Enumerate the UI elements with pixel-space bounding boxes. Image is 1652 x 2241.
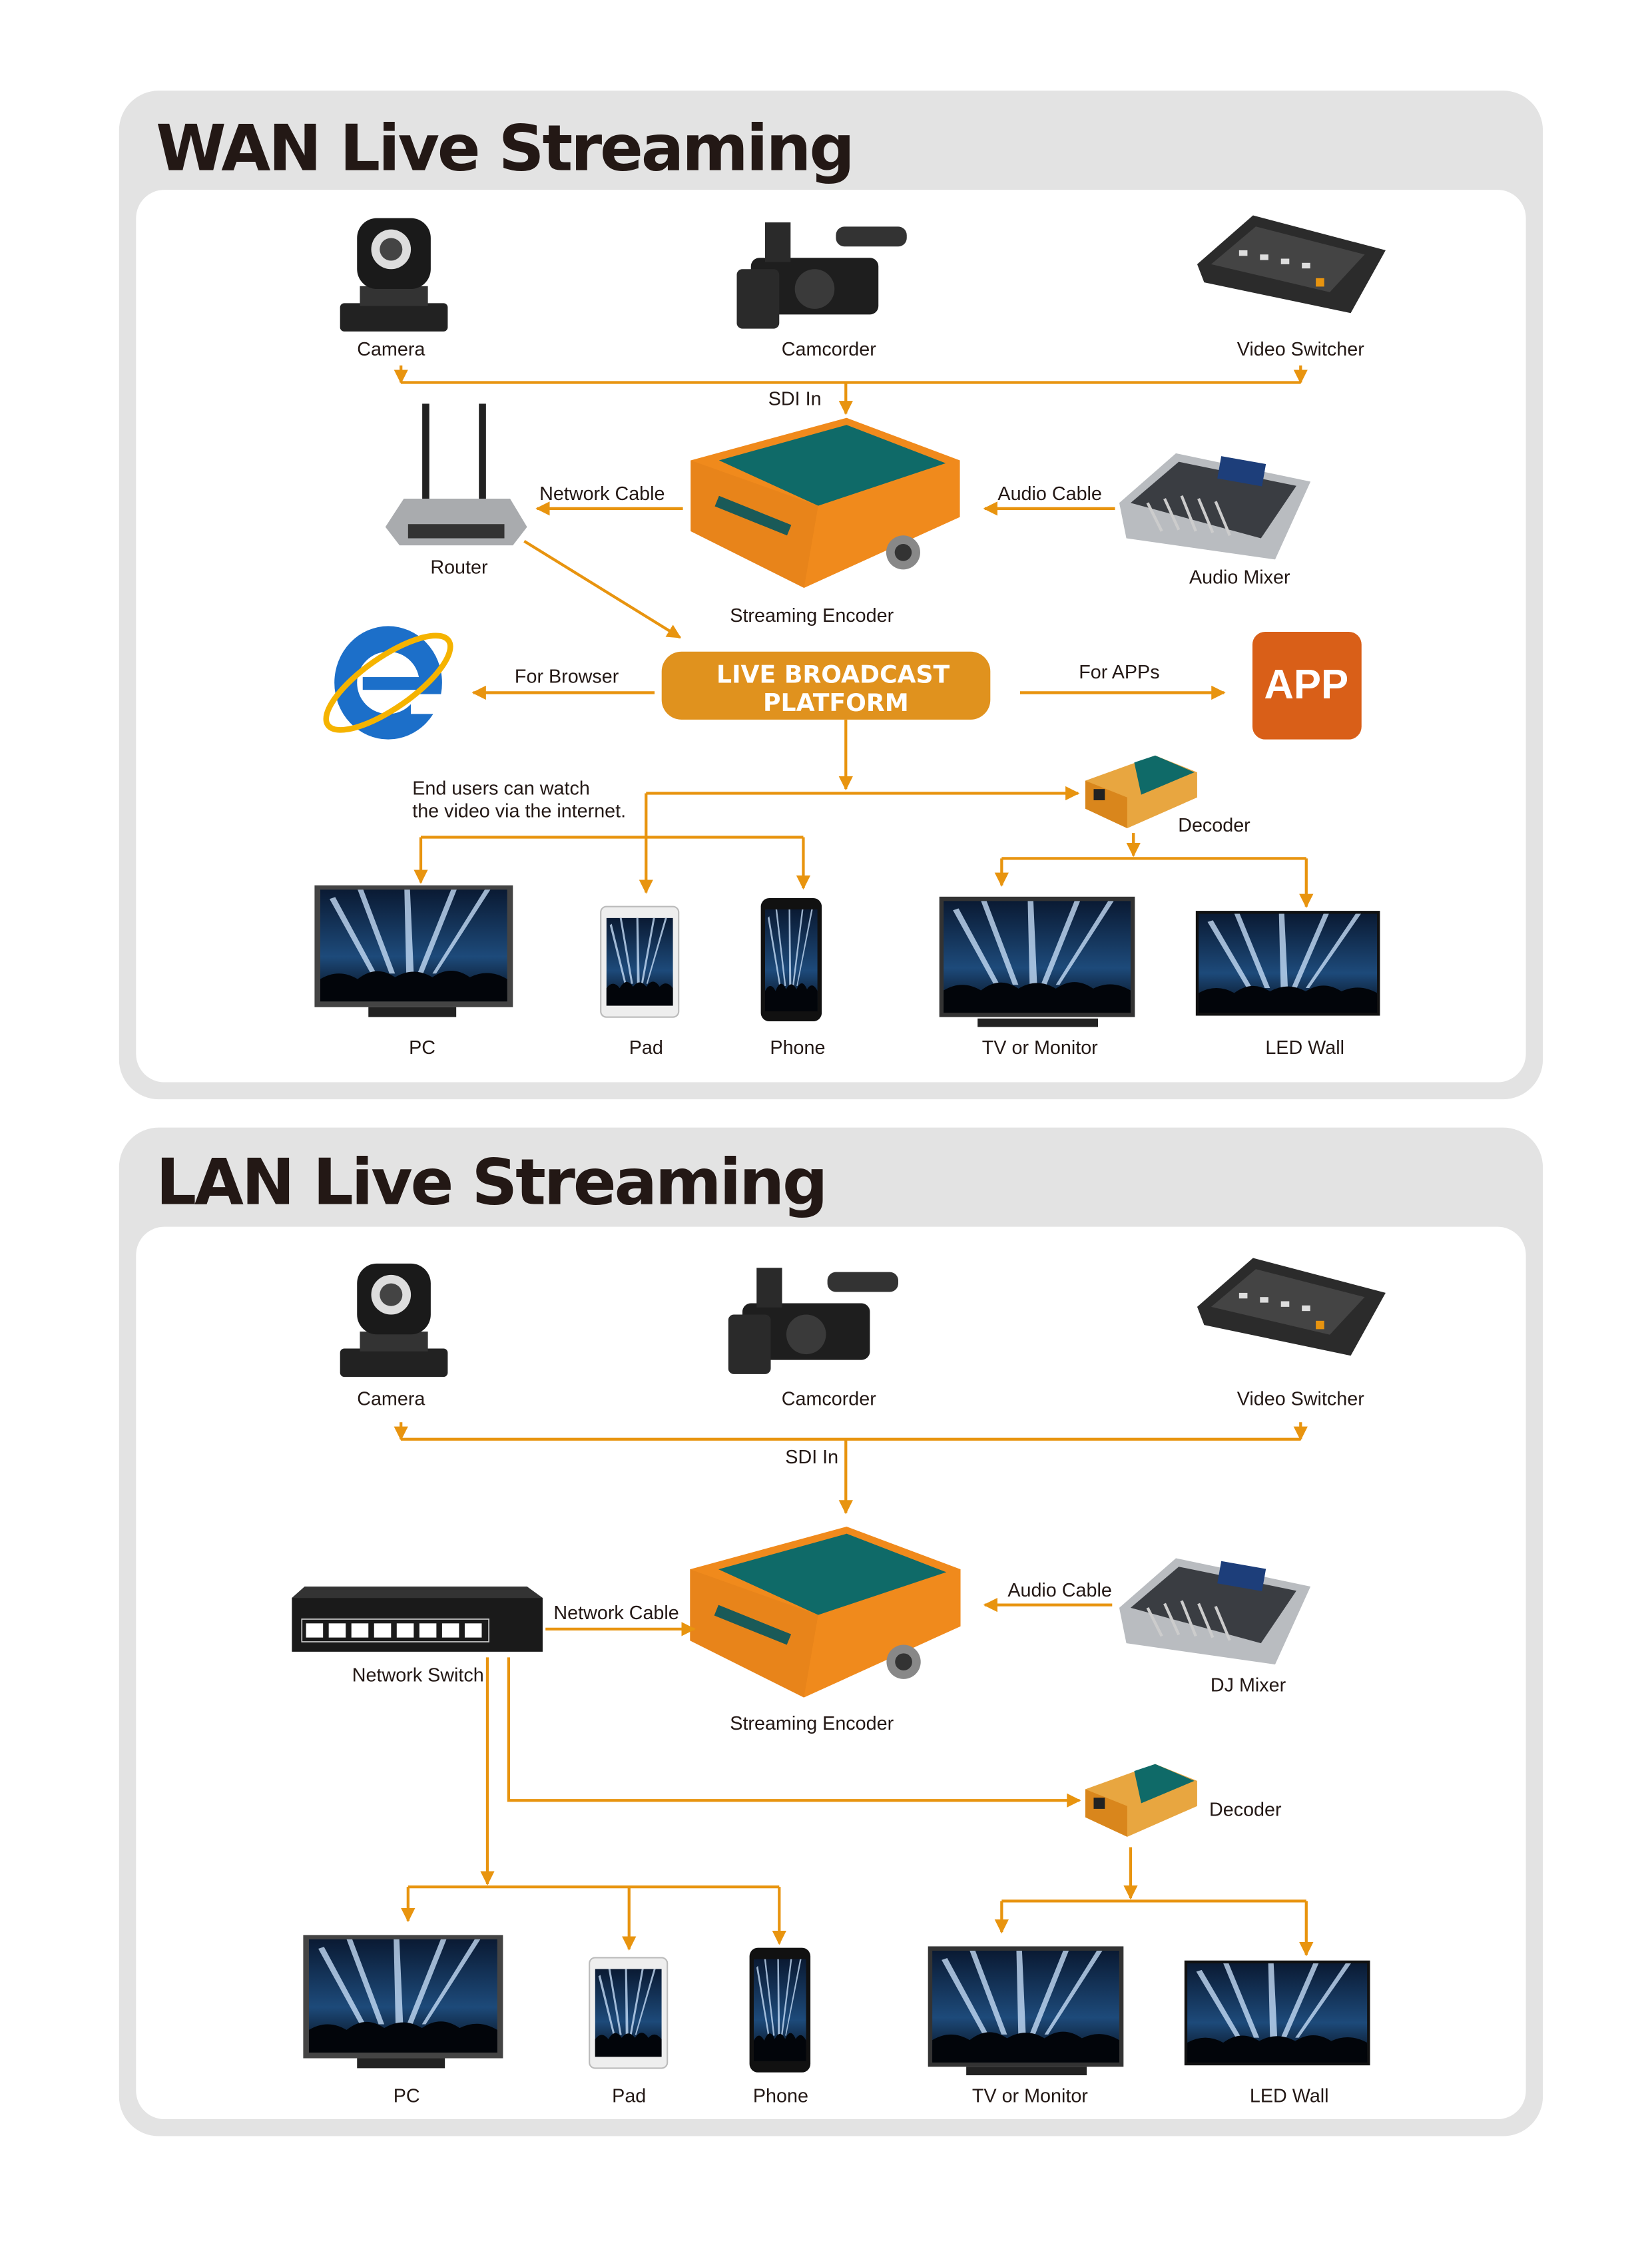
network-switch-image [292, 1587, 543, 1652]
end-users-line1: End users can watch [412, 778, 590, 800]
network-cable-label: Network Cable [553, 1603, 679, 1624]
camcorder-label: Camcorder [782, 1389, 876, 1410]
tv-image [928, 1946, 1124, 2076]
phone-image [760, 897, 822, 1022]
router-to-platform-arrow [523, 539, 682, 639]
camcorder-label: Camcorder [782, 339, 876, 360]
camera-label: Camera [357, 1389, 425, 1410]
app-label: APP [1264, 662, 1348, 708]
video-switcher-label: Video Switcher [1237, 339, 1364, 360]
decoder-label: Decoder [1209, 1800, 1282, 1821]
phone-label: Phone [770, 1037, 825, 1059]
sdi-in-label: SDI In [785, 1447, 838, 1468]
video-switcher-label: Video Switcher [1237, 1389, 1364, 1410]
lan-section: LAN Live Streaming Camera Camcorder Vide… [119, 1127, 1543, 2136]
decoder-label: Decoder [1178, 815, 1250, 836]
streaming-encoder-label: Streaming Encoder [730, 605, 894, 626]
router-label: Router [430, 557, 488, 579]
pad-label: Pad [629, 1037, 663, 1059]
pc-image [303, 1935, 503, 2069]
wan-title: WAN Live Streaming [156, 111, 853, 185]
sdi-in-label: SDI In [768, 389, 822, 410]
phone-label: Phone [753, 2085, 808, 2107]
tv-image [939, 896, 1135, 1027]
app-icon [1252, 631, 1362, 740]
lan-title: LAN Live Streaming [156, 1145, 826, 1220]
wan-section: WAN Live Streaming Camera Camcorder Vide… [119, 91, 1543, 1100]
audio-mixer-label: Audio Mixer [1189, 567, 1290, 589]
led-wall-label: LED Wall [1250, 2085, 1329, 2107]
end-users-line2: the video via the internet. [412, 801, 626, 822]
led-wall-label: LED Wall [1265, 1037, 1344, 1059]
led-wall-image [1195, 911, 1380, 1016]
network-cable-label: Network Cable [539, 483, 665, 505]
tv-label: TV or Monitor [972, 2085, 1088, 2107]
for-browser-label: For Browser [515, 666, 619, 688]
pc-label: PC [409, 1037, 435, 1059]
dj-mixer-label: DJ Mixer [1211, 1674, 1286, 1696]
tv-label: TV or Monitor [982, 1037, 1098, 1059]
pad-image [600, 905, 680, 1018]
phone-image [749, 1947, 811, 2073]
distribution-lines [401, 1657, 1314, 1957]
led-wall-image [1184, 1960, 1370, 2066]
streaming-encoder-label: Streaming Encoder [730, 1713, 894, 1734]
pad-label: Pad [612, 2085, 646, 2107]
audio-cable-label: Audio Cable [1007, 1580, 1111, 1601]
pc-image [314, 885, 513, 1017]
sdi-connector-lines [394, 1422, 1308, 1515]
live-broadcast-platform [661, 651, 991, 720]
router-image [385, 403, 527, 546]
platform-line2: PLATFORM [763, 688, 909, 717]
browser-icon [323, 626, 453, 740]
for-apps-label: For APPs [1079, 662, 1159, 683]
platform-line1: LIVE BROADCAST [716, 660, 950, 689]
pc-label: PC [394, 2085, 420, 2107]
audio-cable-label: Audio Cable [997, 483, 1101, 505]
camera-label: Camera [357, 339, 425, 360]
pad-image [589, 1957, 669, 2069]
network-switch-label: Network Switch [352, 1665, 484, 1686]
sdi-connector-lines [394, 365, 1308, 415]
distribution-lines [413, 719, 1314, 908]
